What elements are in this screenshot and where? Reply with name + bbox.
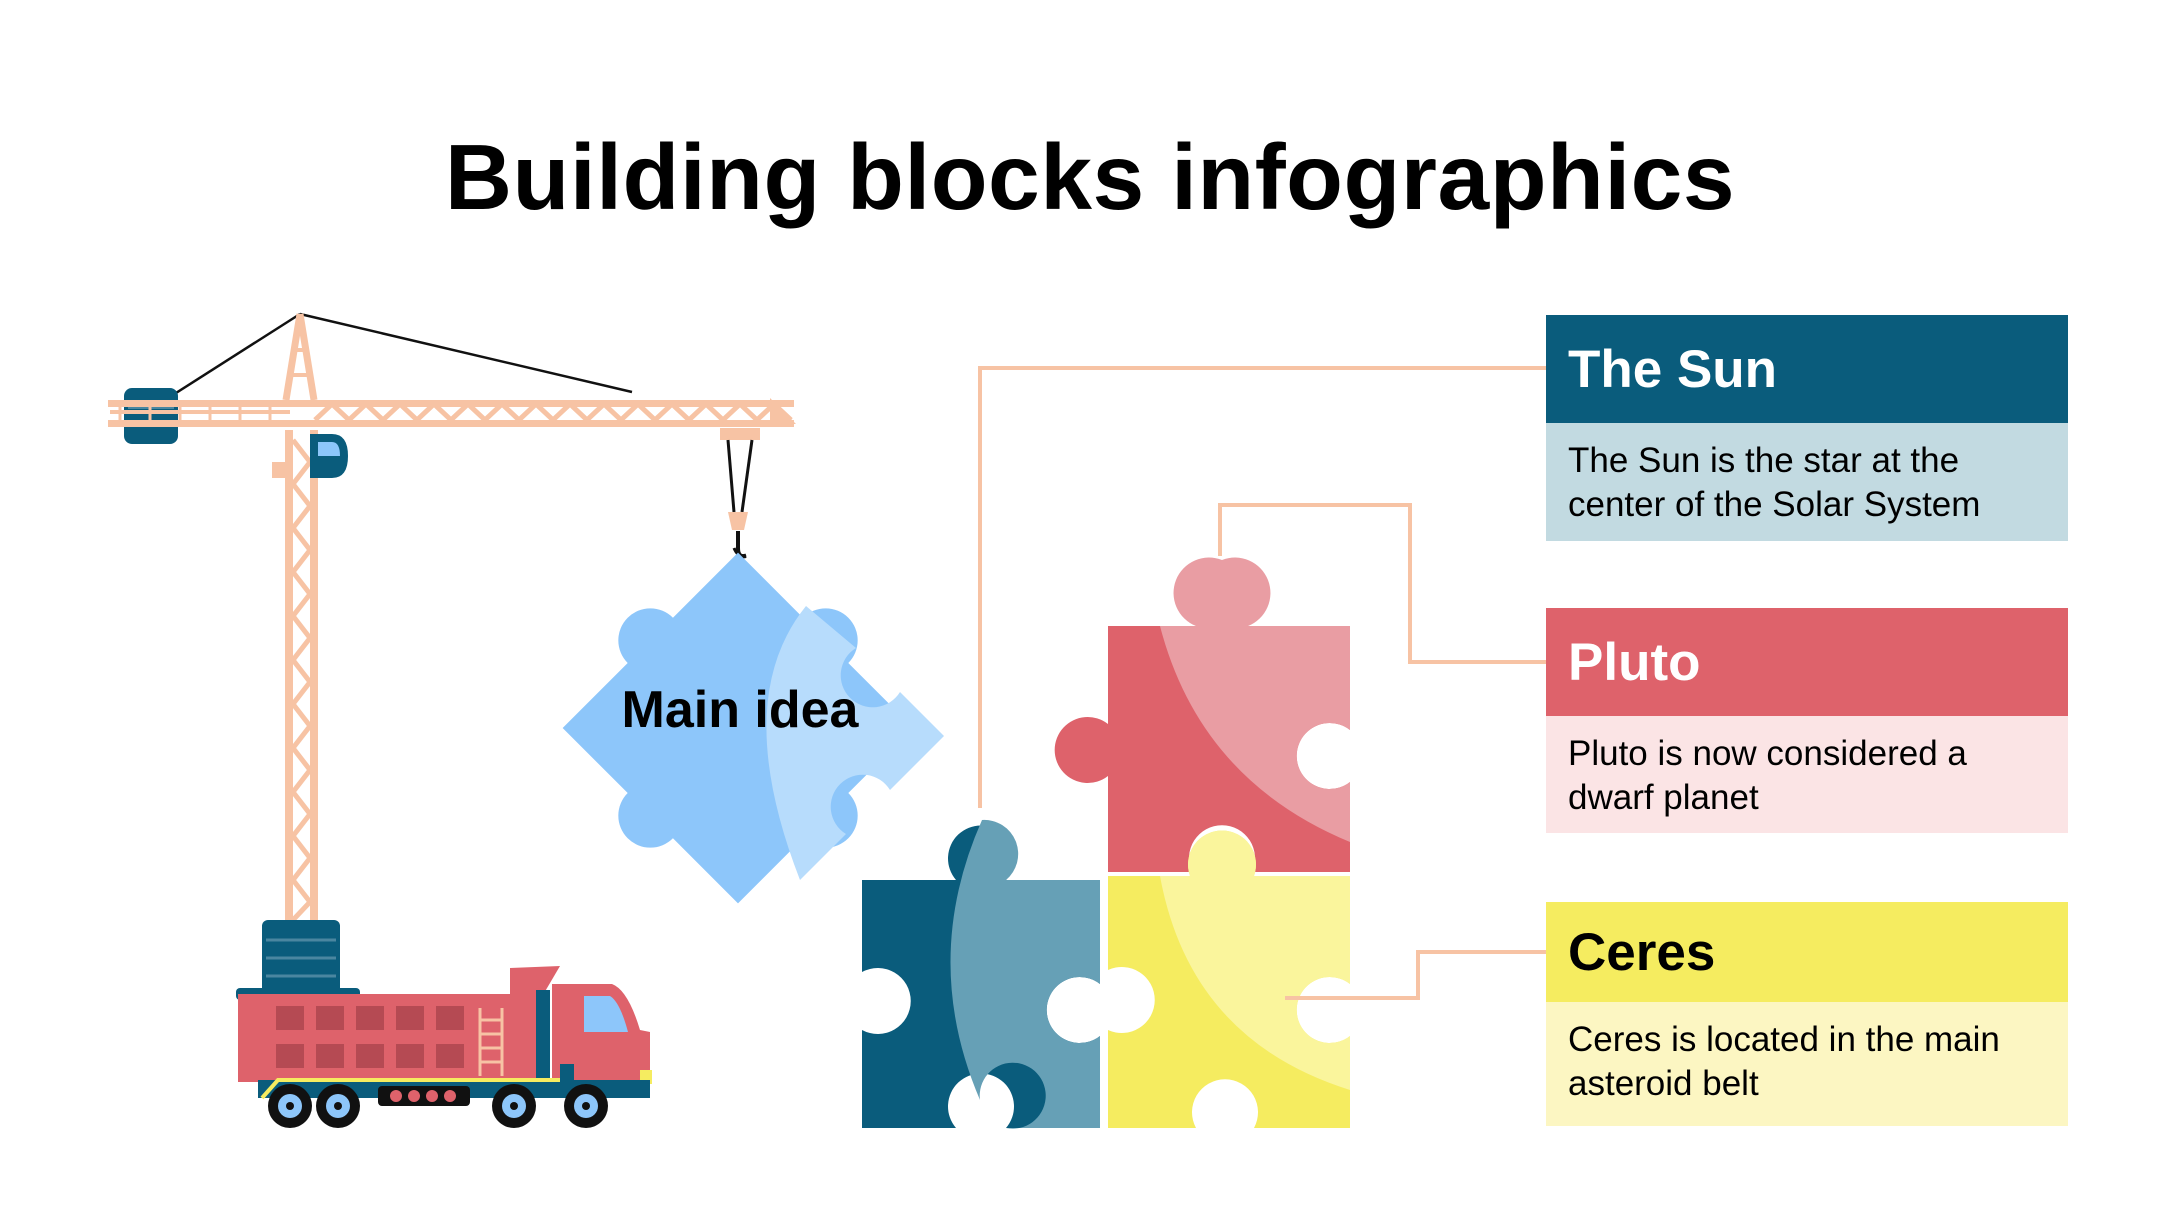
main-idea-highlight bbox=[766, 606, 944, 880]
page-title: Building blocks infographics bbox=[444, 125, 1736, 229]
card-text-line: Pluto is now considered a bbox=[1568, 734, 1967, 773]
card-the-sun: The Sun The Sun is the star at the cente… bbox=[1546, 315, 2068, 541]
card-pluto: Pluto Pluto is now considered a dwarf pl… bbox=[1546, 608, 2068, 833]
card-text-line: Ceres is located in the main bbox=[1568, 1020, 2000, 1059]
puzzle-piece-red bbox=[1054, 557, 1350, 872]
crane-jib-lattice bbox=[313, 400, 793, 424]
card-text-line: dwarf planet bbox=[1568, 778, 1759, 817]
card-title: Pluto bbox=[1546, 608, 2068, 716]
card-text: Pluto is now considered a dwarf planet bbox=[1546, 716, 2068, 833]
puzzle-piece-blue bbox=[862, 819, 1100, 1129]
connector-pluto bbox=[1218, 503, 1546, 664]
puzzle-piece-yellow bbox=[1108, 830, 1350, 1128]
crane-mast-lattice bbox=[289, 438, 314, 922]
connector-sun bbox=[978, 366, 1546, 808]
main-idea-label: Main idea bbox=[621, 681, 859, 739]
card-title: The Sun bbox=[1546, 315, 2068, 423]
connector-lines bbox=[978, 366, 1546, 1000]
card-text: Ceres is located in the main asteroid be… bbox=[1546, 1002, 2068, 1126]
connector-ceres bbox=[1285, 950, 1546, 1000]
truck-illustration bbox=[236, 966, 652, 1128]
card-title: Ceres bbox=[1546, 902, 2068, 1002]
card-text-line: center of the Solar System bbox=[1568, 485, 1981, 524]
card-text: The Sun is the star at the center of the… bbox=[1546, 423, 2068, 541]
card-ceres: Ceres Ceres is located in the main aster… bbox=[1546, 902, 2068, 1126]
card-text-line: The Sun is the star at the bbox=[1568, 441, 1960, 480]
crane-illustration bbox=[108, 312, 796, 998]
card-text-line: asteroid belt bbox=[1568, 1064, 1759, 1103]
